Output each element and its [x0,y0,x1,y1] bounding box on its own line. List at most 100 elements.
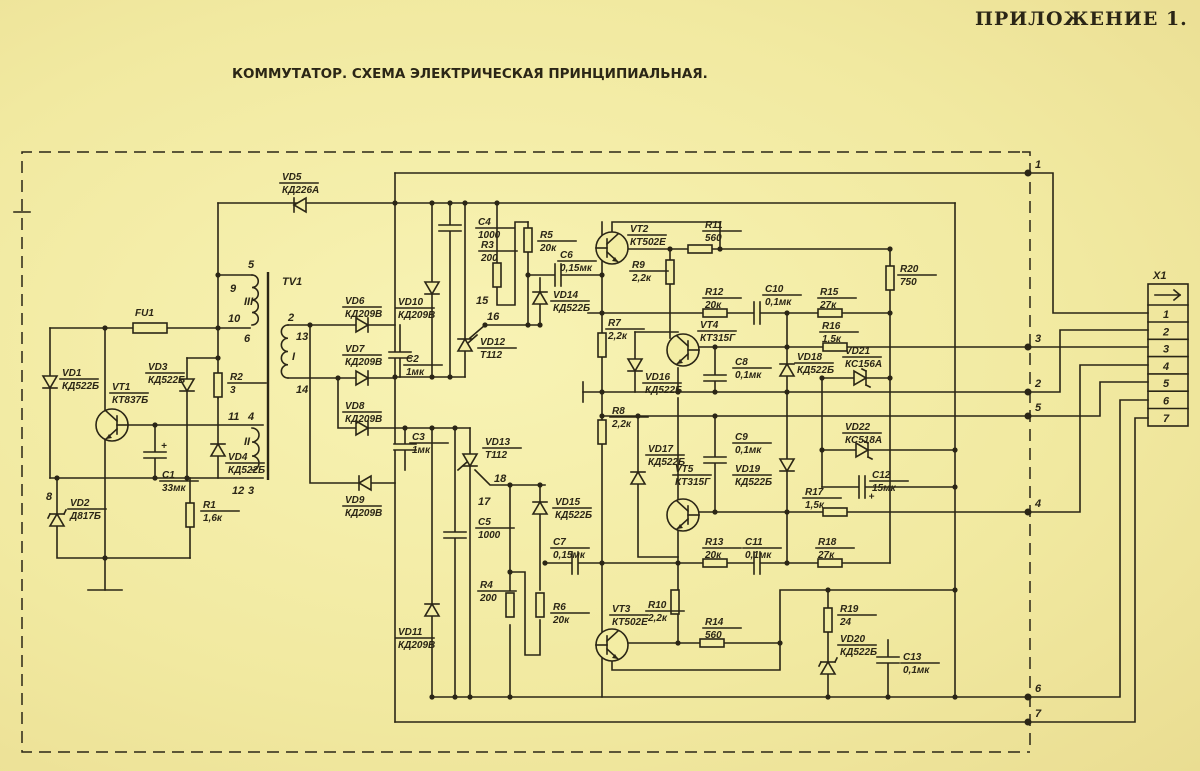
component-ref: R2 [230,372,243,383]
component-value: КТ837Б [112,395,148,406]
pin-number: 8 [46,491,53,503]
capacitor-C8: C80,1мк [703,357,772,382]
junction-dot [675,640,681,646]
terminal-node [1024,343,1032,351]
junction-dot [494,200,500,206]
component-value: 2,2к [647,613,668,624]
component-ref: R17 [805,487,824,498]
winding-coil [251,274,260,326]
pin-number: 15 [476,295,489,307]
terminal-node [1024,169,1032,177]
component-ref: R10 [648,600,667,611]
junction-dot [712,509,718,515]
junction-dot [885,694,891,700]
component-ref: VD13 [485,437,510,448]
component-value: 200 [480,253,498,264]
component-ref: C12 [872,470,891,481]
junction-dot [184,475,190,481]
terminal-number: 7 [1035,708,1042,720]
component-value: 1000 [478,530,501,541]
component-value: КД522Б [62,381,99,392]
component-ref: R13 [705,537,724,548]
component-ref: VD16 [645,372,670,383]
pin-number: 4 [247,411,254,423]
component-ref: VT3 [612,604,631,615]
component-ref: VD4 [228,452,248,463]
component-ref: C8 [735,357,748,368]
component-ref: R15 [820,287,839,298]
junction-dot [675,389,681,395]
junction-dot [482,322,488,328]
component-value: 2,2к [607,331,628,342]
junction-dot [429,374,435,380]
component-ref: VD12 [480,337,505,348]
junction-dot [712,344,718,350]
component-value: КД522Б [228,465,265,476]
component-ref: C11 [745,537,763,548]
junction-dot [784,509,790,515]
component-ref: FU1 [135,308,154,319]
component-value: 20к [552,615,570,626]
component-value: Д817Б [69,511,101,522]
capacitor-C9: C90,1мк [703,432,772,464]
wire [473,468,546,486]
component-ref: R6 [553,602,566,613]
component-value: КД522Б [555,510,592,521]
component-ref: C2 [406,354,419,365]
junction-dot [599,272,605,278]
component-ref: VD7 [345,344,365,355]
arrow-icon [1154,288,1182,302]
component-ref: C10 [765,284,784,295]
pin-number: 3 [248,485,254,497]
component-value: 20к [704,550,722,561]
component-value: КД522Б [148,375,185,386]
pin-number: III [244,296,254,308]
connector-pin-number: 6 [1163,396,1170,408]
wire [779,589,956,644]
component-ref: VD9 [345,495,365,506]
component-value: КТ502Е [630,237,666,248]
module-boundary [13,151,1031,753]
junction-dot [599,413,605,419]
component-value: 24 [839,617,852,628]
wire [1027,381,1149,417]
junction-dot [447,374,453,380]
junction-dot [429,200,435,206]
component-ref: VD11 [398,627,423,638]
junction-dot [675,560,681,566]
component-ref: R11 [705,220,723,231]
junction-dot [825,694,831,700]
component-value: 27к [819,300,837,311]
junction-dot [952,587,958,593]
component-ref: C3 [412,432,425,443]
wires [49,172,1149,723]
resistor-R2: R23 [213,372,267,398]
terminal-number: 2 [1034,378,1041,390]
component-ref: R9 [632,260,645,271]
component-value: Т112 [480,350,502,361]
junction-dot [599,560,605,566]
junction-dot [784,560,790,566]
junction-dot [537,482,543,488]
junction-dot [887,375,893,381]
junction-dot [784,344,790,350]
